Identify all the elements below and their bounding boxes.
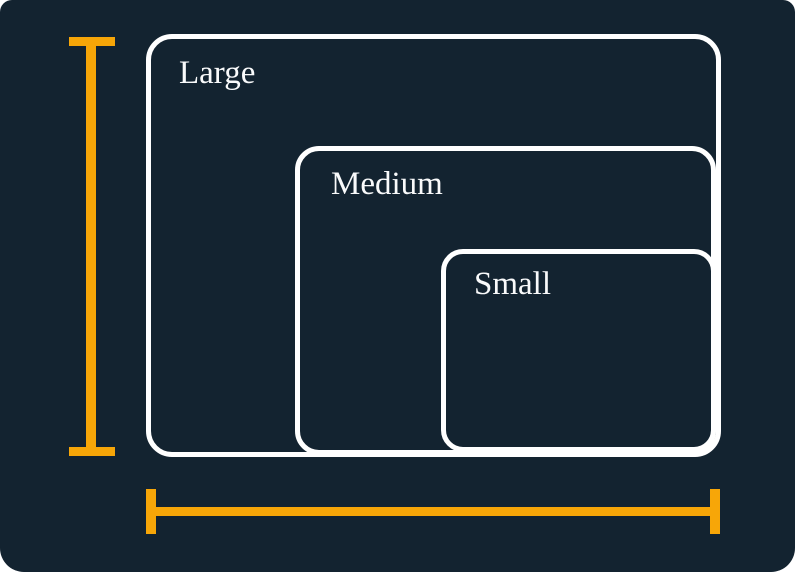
large-box-label: Large bbox=[179, 55, 256, 91]
medium-box-label: Medium bbox=[331, 166, 443, 202]
small-box-label: Small bbox=[474, 266, 552, 302]
width-dimension-right-cap bbox=[710, 489, 720, 534]
height-dimension-line bbox=[86, 37, 96, 456]
height-dimension-bottom-cap bbox=[69, 447, 115, 456]
width-dimension-line bbox=[146, 507, 720, 516]
small-box bbox=[441, 249, 716, 452]
